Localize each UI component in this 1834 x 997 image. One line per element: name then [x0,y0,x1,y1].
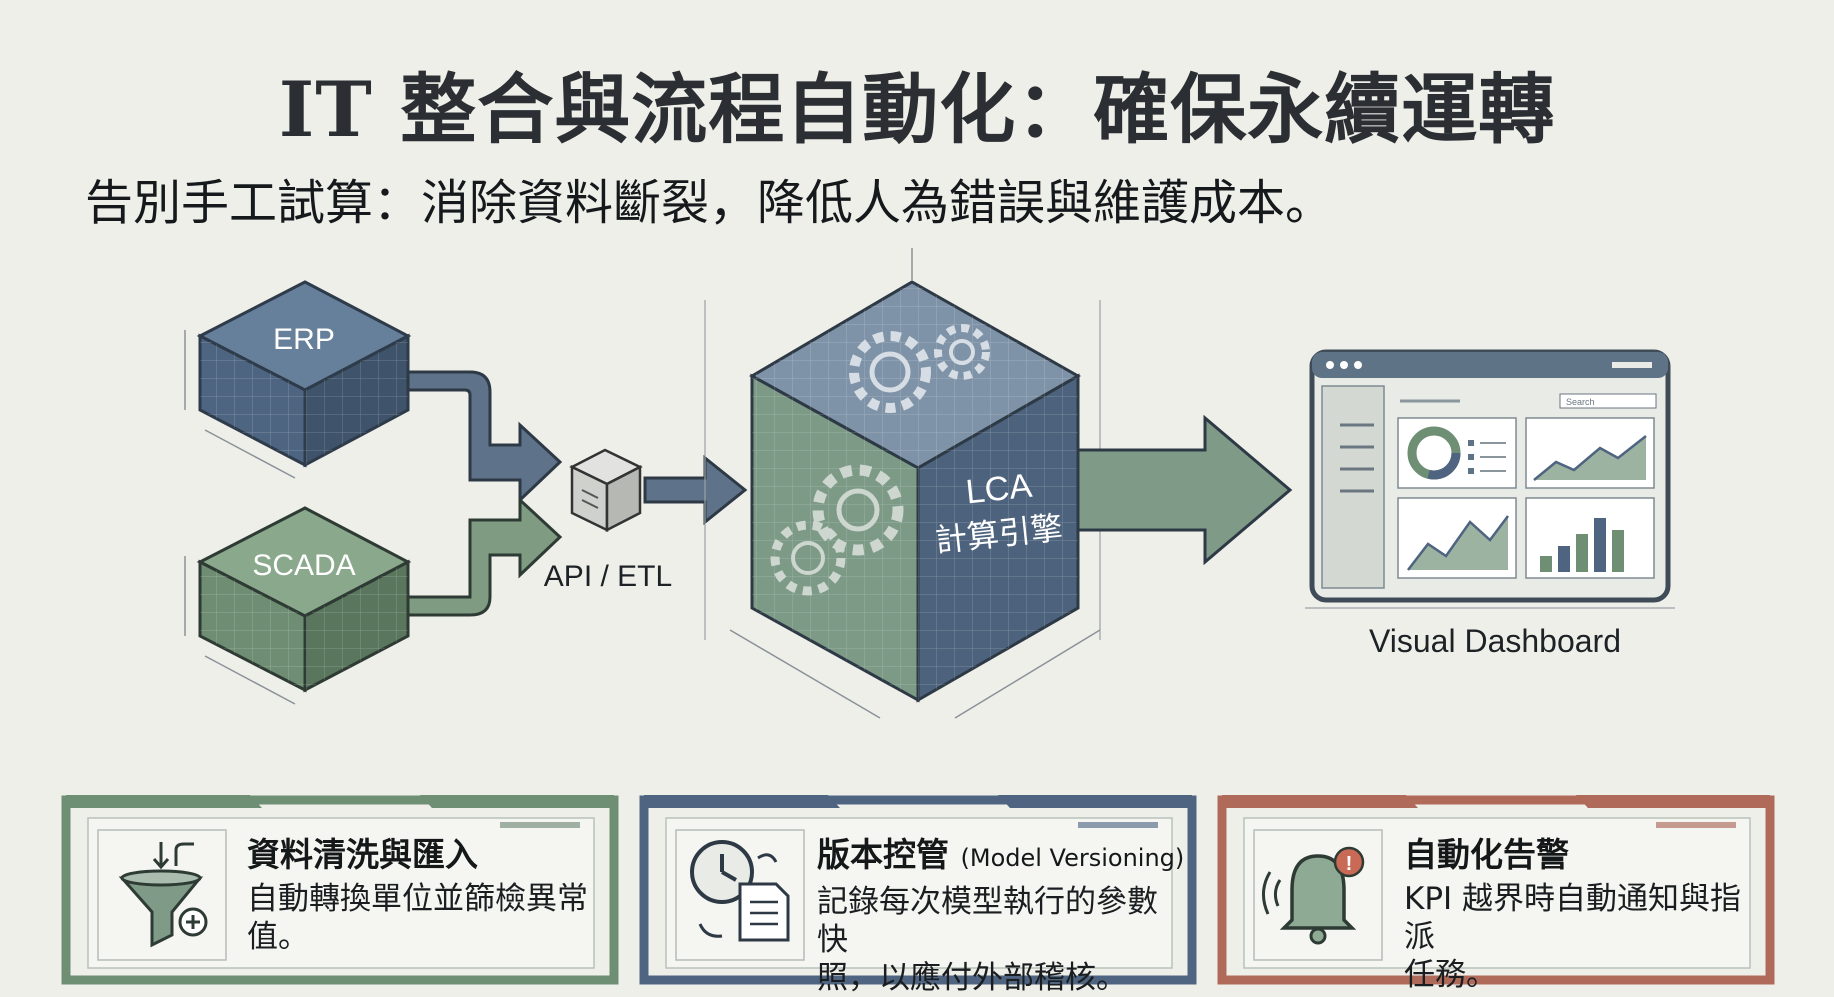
card-3-desc-line2: 任務。 [1404,957,1497,993]
card-2-title: 版本控管 [817,835,949,874]
clock-document-icon [690,840,790,942]
card-2-desc-line2: 照，以應付外部稽核。 [817,960,1127,996]
engine-label-line1: LCA [964,467,1034,512]
alert-bell-icon: ! [1262,846,1365,945]
card-1-title: 資料清洗與匯入 [247,835,478,874]
visual-dashboard: Search Visual Dashboard [1305,349,1675,659]
card-2-title-row: 版本控管 (Model Versioning) [817,836,1187,877]
funnel-icon [118,842,208,948]
card-data-cleaning [61,795,619,985]
page-title: IT 整合與流程自動化：確保永續運轉 [278,65,1556,154]
card-1-text: 資料清洗與匯入 自動轉換單位並篩檢異常 值。 [247,836,597,956]
card-3-title: 自動化告警 [1404,835,1569,874]
erp-cube: ERP [184,280,412,479]
card-1-desc-line2: 值。 [247,919,309,955]
card-version-control [639,795,1197,985]
card-3-desc-line1: KPI 越界時自動通知與指派 [1404,881,1742,955]
card-1-desc-line1: 自動轉換單位並篩檢異常 [247,881,588,917]
card-3-text: 自動化告警 KPI 越界時自動通知與指派 任務。 [1404,836,1754,994]
card-2-subtitle: (Model Versioning) [960,844,1185,872]
lca-engine-cube: LCA 計算引擎 [704,248,1101,719]
erp-label: ERP [273,323,335,356]
card-2-text: 版本控管 (Model Versioning) 記錄每次模型執行的參數快 照，以… [817,836,1187,997]
dashboard-search-label: Search [1566,397,1595,407]
scada-cube: SCADA [184,506,412,705]
alert-badge-glyph: ! [1346,853,1353,875]
erp-arrow [406,370,563,504]
api-etl-node: API / ETL [544,448,672,593]
card-alerts: ! [1217,795,1775,985]
page-subtitle: 告別手工試算：消除資料斷裂，降低人為錯誤與維護成本。 [85,175,1334,231]
scada-label: SCADA [252,549,355,582]
dashboard-label: Visual Dashboard [1369,623,1621,659]
card-2-desc-line1: 記錄每次模型執行的參數快 [817,884,1158,958]
api-etl-label: API / ETL [544,560,672,593]
engine-to-dashboard-arrow [1076,414,1293,566]
scada-arrow [406,496,563,617]
api-to-engine-arrow [643,454,748,526]
